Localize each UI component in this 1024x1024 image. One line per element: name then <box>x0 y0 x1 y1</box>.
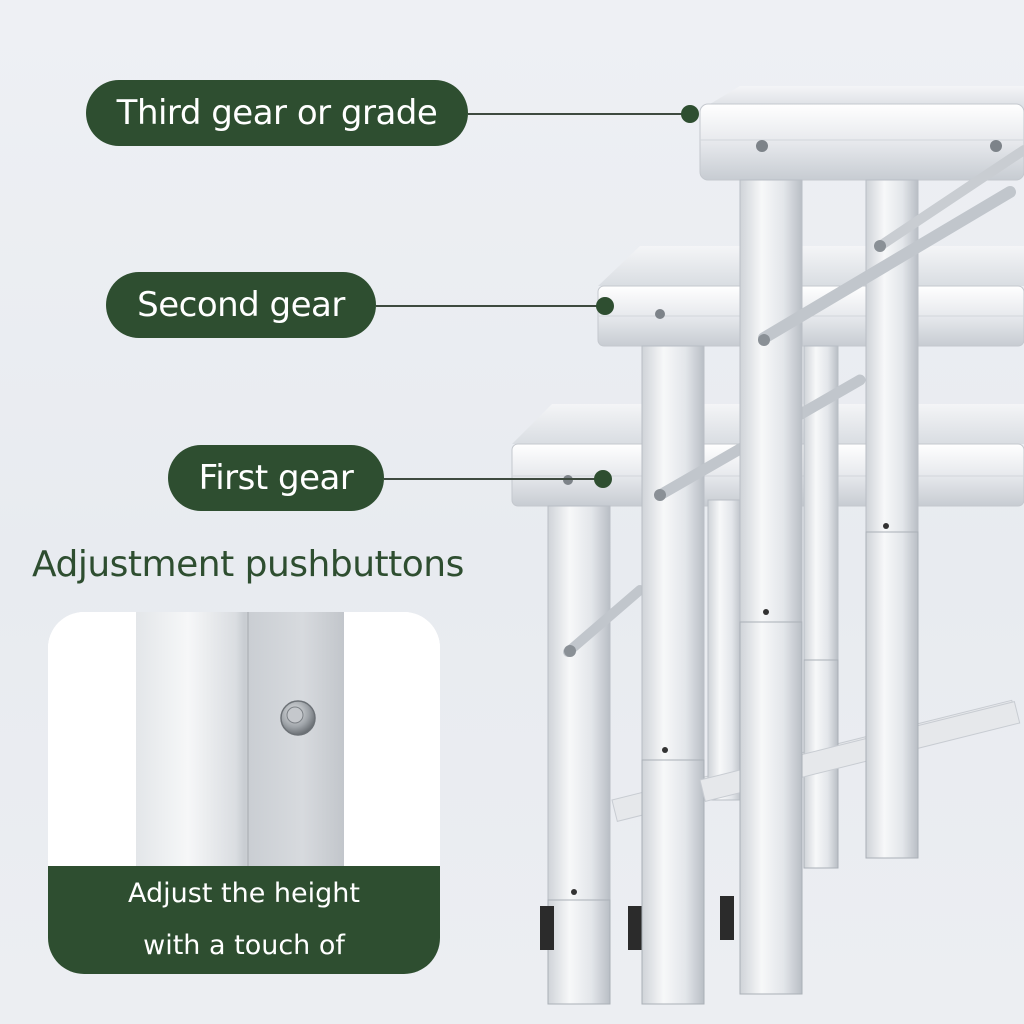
caption-line-1: Adjust the height <box>128 878 360 909</box>
push-button-icon <box>280 700 316 736</box>
second-gear-leader-line <box>376 305 606 307</box>
third-gear-label: Third gear or grade <box>86 80 468 146</box>
first-gear-leader-line <box>384 478 606 480</box>
first-gear-text: First gear <box>198 458 354 498</box>
pushbutton-detail-card: Adjust the height with a touch of <box>48 612 440 974</box>
second-gear-pointer-dot <box>596 297 614 315</box>
third-gear-table <box>699 86 1024 995</box>
third-gear-text: Third gear or grade <box>116 93 438 133</box>
first-gear-label: First gear <box>168 445 384 511</box>
first-gear-pointer-dot <box>594 470 612 488</box>
adjustment-pushbuttons-heading: Adjustment pushbuttons <box>32 544 464 585</box>
pushbutton-closeup-photo <box>48 612 440 866</box>
second-gear-text: Second gear <box>137 285 345 325</box>
third-gear-leader-line <box>468 113 690 115</box>
second-gear-table <box>597 246 1024 1005</box>
third-gear-pointer-dot <box>681 105 699 123</box>
second-gear-label: Second gear <box>106 272 376 338</box>
caption-line-2: with a touch of <box>143 930 345 961</box>
pushbutton-caption: Adjust the height with a touch of <box>48 866 440 974</box>
